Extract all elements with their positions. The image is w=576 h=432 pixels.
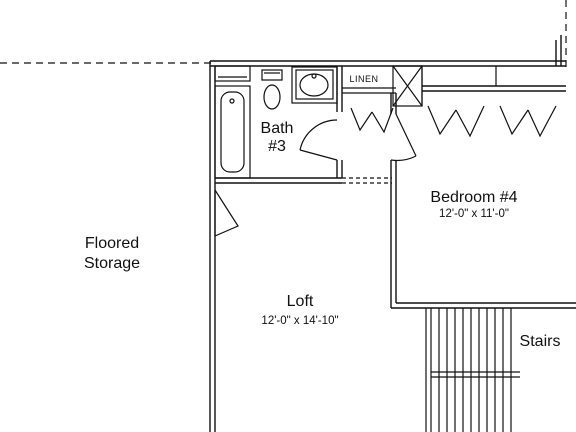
- top-wall: [210, 60, 566, 67]
- storage-boundary: [0, 0, 567, 70]
- loft-door: [214, 189, 239, 237]
- right-wall: [555, 35, 562, 66]
- bathtub: [214, 85, 251, 179]
- left-wall: [209, 61, 216, 432]
- linen-label: LINEN: [349, 74, 378, 84]
- sink: [291, 66, 338, 104]
- loft-label: Loft: [287, 293, 314, 310]
- stairs-label: Stairs: [520, 333, 561, 350]
- storage-label-line2: Storage: [84, 255, 140, 272]
- loft-dims: 12'-0" x 14'-10": [261, 315, 338, 327]
- storage-label-line1: Floored: [85, 235, 139, 252]
- bedroom-dims: 12'-0" x 11'-0": [439, 208, 509, 220]
- bath-label: Bath: [261, 120, 294, 137]
- stairs: [425, 308, 520, 432]
- bath-door: [299, 119, 338, 161]
- hall-opening: [342, 177, 392, 184]
- bath-number: #3: [268, 138, 286, 155]
- bath-right-wall: [336, 66, 343, 178]
- bedroom-walls: [390, 85, 576, 309]
- toilet: [261, 69, 283, 110]
- bedroom-closet-doors: [421, 66, 557, 138]
- hall-door: [390, 113, 417, 162]
- bath-bottom-wall: [215, 177, 342, 184]
- shelf: [214, 65, 251, 82]
- linen-closet: [342, 65, 423, 134]
- bedroom-label: Bedroom #4: [430, 189, 517, 206]
